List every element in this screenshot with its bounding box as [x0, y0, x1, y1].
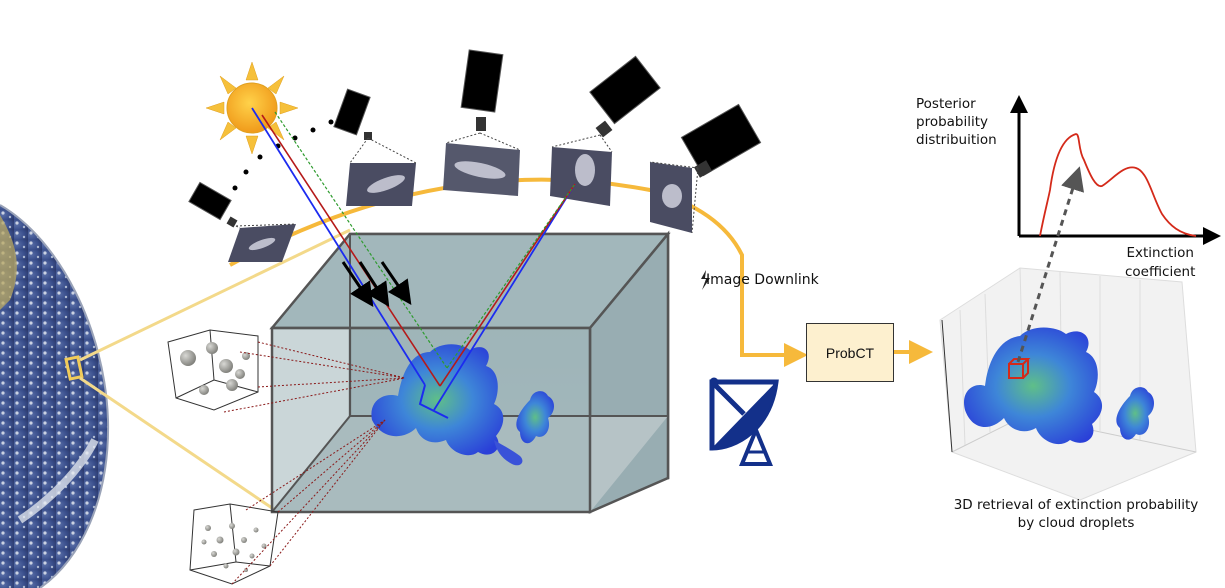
droplet-cube-large	[167, 329, 259, 411]
earth-globe	[0, 204, 110, 588]
zoom-line-bottom	[79, 376, 276, 512]
extinction-axis-label-line2: coefficient	[1125, 264, 1196, 280]
ray-green-outgoing	[446, 183, 576, 369]
droplet-cube-small	[189, 503, 279, 585]
retrieval-volume-plot	[939, 267, 1197, 501]
voxel-highlight	[1008, 363, 1024, 379]
ground-station-antenna-icon	[709, 377, 779, 466]
lightning-icon	[701, 270, 710, 290]
posterior-axis-label: Posterior probability distribuition	[916, 96, 997, 148]
retrieval-caption-line1: 3D retrieval of extinction probability	[953, 497, 1199, 513]
cloud-3d-render	[371, 344, 554, 466]
extinction-axis-label-line1: Extinction	[1126, 245, 1194, 261]
droplet-connector-lines	[223, 341, 406, 585]
probct-label: ProbCT	[825, 344, 875, 361]
image-downlink-label: Image Downlink	[706, 272, 819, 288]
ray-blue-incoming	[251, 107, 426, 386]
zoom-line-top	[79, 228, 351, 362]
satellite-2	[333, 88, 417, 206]
ray-green-incoming	[274, 111, 448, 369]
satellite-5	[649, 103, 762, 234]
satellite-3	[443, 49, 521, 196]
ray-blue-outgoing	[433, 183, 576, 411]
light-rays	[251, 107, 576, 419]
retrieval-caption-line2: by cloud droplets	[1017, 515, 1135, 531]
satellite-1	[188, 181, 297, 262]
retrieval-caption: 3D retrieval of extinction probability b…	[926, 496, 1225, 532]
satellite-track-dots	[232, 119, 334, 191]
posterior-curve	[1039, 133, 1197, 237]
probct-block: ProbCT	[806, 323, 894, 382]
posterior-plot	[1010, 95, 1221, 363]
earth-zoom-region	[64, 355, 84, 381]
extinction-axis-label: Extinction coefficient	[1125, 244, 1195, 282]
satellite-4	[550, 55, 661, 206]
ray-red-incoming	[261, 114, 441, 387]
voxel-to-posterior-arrow	[1016, 166, 1085, 363]
ray-red-outgoing	[439, 183, 576, 387]
